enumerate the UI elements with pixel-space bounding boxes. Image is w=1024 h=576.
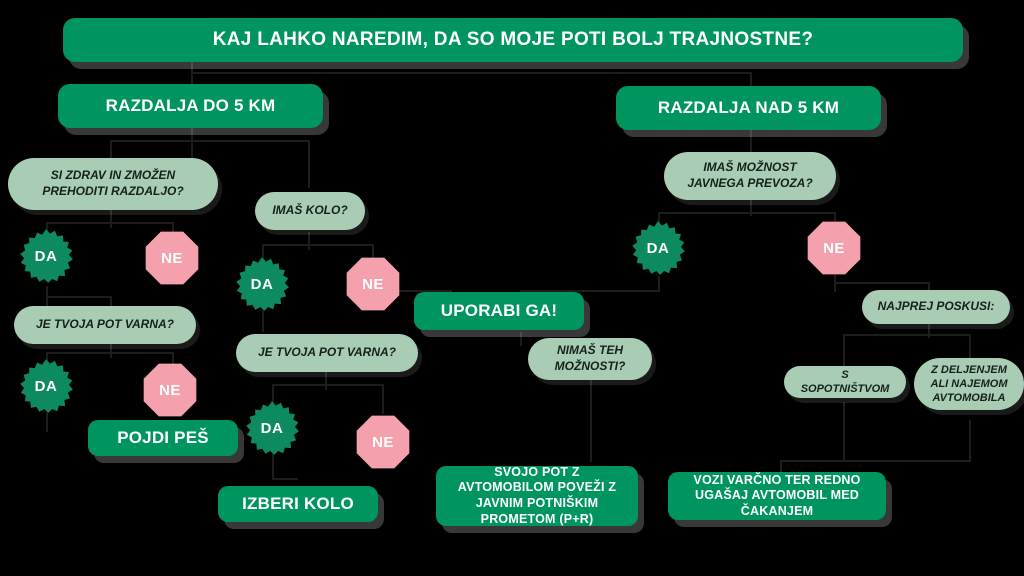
answer-yes-walk-health: DA	[18, 228, 74, 284]
connector-bike-outcome	[272, 442, 274, 480]
connector-right-da-to-uporabi	[520, 290, 658, 292]
question-no-options: NIMAŠ TEH MOŽNOSTI?	[528, 338, 652, 380]
connector-nimas-to-parkride	[590, 378, 592, 462]
question-bike-have: IMAŠ KOLO?	[255, 192, 365, 230]
answer-yes-bike-safety: DA	[244, 400, 300, 456]
connector-right-q1-answers	[750, 200, 752, 216]
connector-q1-da	[46, 222, 48, 236]
connector-uporabi-to-nimas	[520, 332, 522, 346]
question-walk-health: SI ZDRAV IN ZMOŽEN PREHODITI RAZDALJO?	[8, 158, 218, 210]
connector-bike-outcome-h	[272, 478, 298, 480]
answer-label: DA	[250, 275, 274, 293]
connector-right-da-down	[658, 276, 660, 292]
cog-badge-icon	[244, 400, 300, 456]
answer-label: DA	[34, 377, 58, 395]
octagon-badge-icon	[806, 220, 862, 276]
connector-q2-answers	[110, 340, 112, 358]
connector-bike-q1-answers-h	[262, 244, 372, 246]
connector-left-to-q1	[191, 126, 193, 158]
connector-left-walk	[110, 140, 112, 158]
option-car-sharing: Z DELJENJEM ALI NAJEMOM AVTOMOBILA	[914, 358, 1024, 410]
octagon-badge-icon	[142, 362, 198, 418]
section-header-right: RAZDALJA NAD 5 KM	[616, 86, 881, 130]
connector-bike-q2-da	[272, 384, 274, 406]
connector-prompt-options	[928, 322, 930, 338]
answer-label: NE	[372, 433, 394, 451]
connector-title-to-right	[750, 72, 752, 86]
outcome-bike: IZBERI KOLO	[218, 486, 378, 522]
answer-no-walk-safety: NE	[142, 362, 198, 418]
connector-bike-da	[262, 244, 264, 260]
connector-option-1-down	[843, 402, 845, 462]
connector-left-branch	[110, 140, 310, 142]
answer-yes-transit: DA	[630, 220, 686, 276]
octagon-badge-icon	[355, 414, 411, 470]
cog-badge-icon	[18, 228, 74, 284]
connector-option-2-down	[969, 420, 971, 462]
connector-bike-q1-answers	[308, 232, 310, 250]
connector-option-2	[969, 334, 971, 360]
answer-label: DA	[260, 419, 284, 437]
cog-badge-icon	[234, 256, 290, 312]
answer-label: NE	[161, 249, 183, 267]
connector-q1-answers-h	[46, 222, 174, 224]
connector-q2-da	[46, 352, 48, 366]
connector-bike-q2-ne	[382, 384, 384, 414]
connector-prompt-options-h	[843, 334, 969, 336]
connector-right-to-q1	[750, 126, 752, 152]
connector-prompt-drop	[928, 282, 930, 292]
answer-no-bike-have: NE	[345, 256, 401, 312]
answer-no-transit: NE	[806, 220, 862, 276]
outcome-eco-driving: VOZI VARČNO TER REDNO UGAŠAJ AVTOMOBIL M…	[668, 472, 886, 520]
prompt-car-alternatives: NAJPREJ POSKUSI:	[862, 290, 1010, 324]
connector-right-q1-answers-h	[658, 212, 834, 214]
octagon-badge-icon	[345, 256, 401, 312]
connector-left-bike	[308, 140, 310, 188]
connector-ne-to-uporabi-h	[372, 290, 452, 292]
outcome-walk: POJDI PEŠ	[88, 420, 238, 456]
connector-title-horizontal	[191, 72, 751, 74]
connector-car-outcome	[780, 460, 782, 472]
option-carpooling: S SOPOTNIŠTVOM	[784, 366, 906, 398]
answer-label: DA	[646, 239, 670, 257]
outcome-park-and-ride: SVOJO POT Z AVTOMOBILOM POVEŽI Z JAVNIM …	[436, 465, 638, 526]
connector-right-ne-to-prompt	[834, 268, 836, 292]
section-header-left: RAZDALJA DO 5 KM	[58, 84, 323, 128]
connector-q1-answers	[110, 210, 112, 228]
answer-label: DA	[34, 247, 58, 265]
answer-label: NE	[362, 275, 384, 293]
connector-bike-q2-answers-h	[272, 384, 382, 386]
answer-yes-bike-have: DA	[234, 256, 290, 312]
connector-q1-ne	[172, 222, 174, 236]
answer-no-walk-health: NE	[144, 230, 200, 286]
connector-bike-q2-answers	[325, 372, 327, 390]
connector-right-da	[658, 212, 660, 228]
octagon-badge-icon	[144, 230, 200, 286]
question-bike-safety: JE TVOJA POT VARNA?	[236, 334, 418, 372]
connector-car-outcome-h	[780, 460, 970, 462]
question-walk-safety: JE TVOJA POT VARNA?	[14, 306, 196, 344]
answer-no-bike-safety: NE	[355, 414, 411, 470]
connector-q2-drop	[110, 296, 112, 310]
cog-badge-icon	[18, 358, 74, 414]
connector-q2-answers-h	[46, 352, 174, 354]
question-transit-available: IMAŠ MOŽNOST JAVNEGA PREVOZA?	[664, 152, 836, 200]
connector-option-1	[843, 334, 845, 366]
answer-label: NE	[159, 381, 181, 399]
connector-bike-da-to-q2	[262, 310, 264, 332]
answer-yes-walk-safety: DA	[18, 358, 74, 414]
connector-q2-ne	[172, 352, 174, 366]
cog-badge-icon	[630, 220, 686, 276]
answer-label: NE	[823, 239, 845, 257]
poster-title: KAJ LAHKO NAREDIM, DA SO MOJE POTI BOLJ …	[63, 18, 963, 62]
connector-right-ne	[834, 212, 836, 226]
outcome-transit: UPORABI GA!	[414, 292, 584, 330]
connector-right-ne-to-prompt-h	[834, 282, 928, 284]
connector-bike-ne	[372, 244, 374, 260]
connector-title-to-left	[191, 62, 193, 86]
connector-da-to-q2-h	[46, 296, 110, 298]
connector-da-to-walk	[46, 412, 48, 432]
